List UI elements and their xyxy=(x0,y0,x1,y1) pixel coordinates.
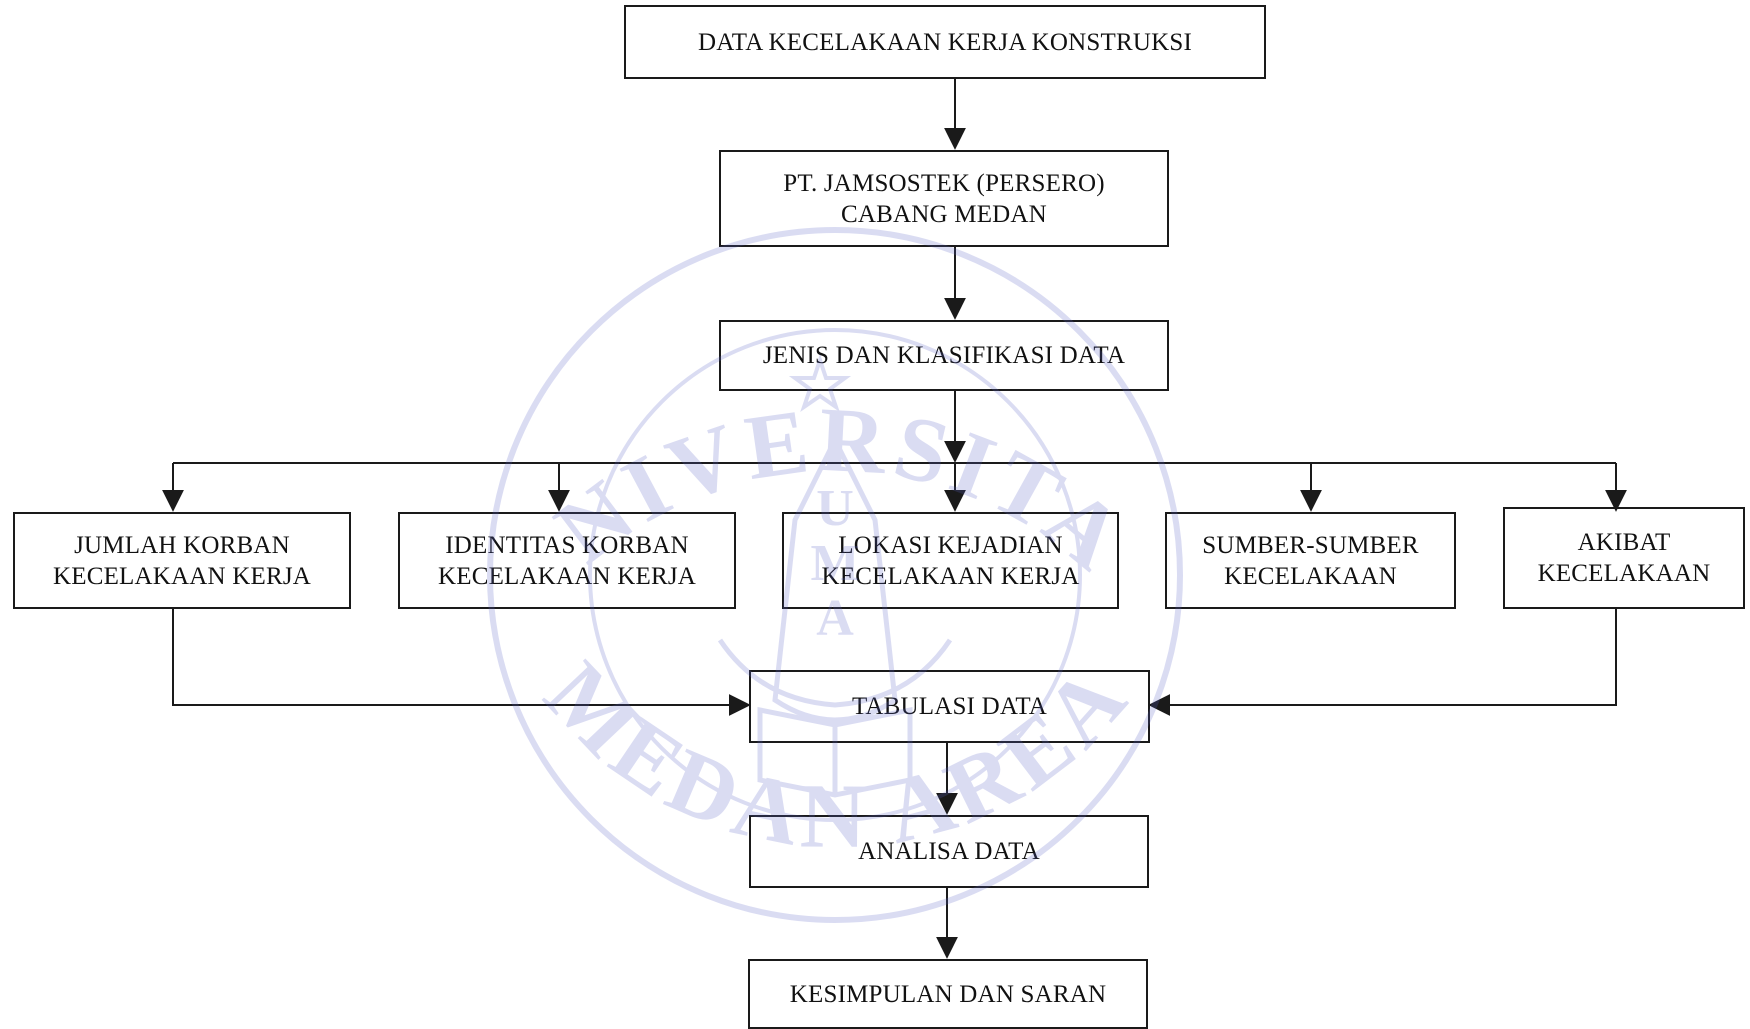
node-label-line: LOKASI KEJADIAN xyxy=(838,531,1063,559)
node-label-line: KECELAKAAN KERJA xyxy=(437,562,697,590)
node-jumlah-korban: JUMLAH KORBAN KECELAKAAN KERJA xyxy=(13,512,351,609)
node-label-line: KESIMPULAN DAN SARAN xyxy=(789,980,1107,1008)
node-label-line: KECELAKAAN xyxy=(1224,562,1397,590)
node-label-line: ANALISA DATA xyxy=(858,838,1040,865)
node-label-line: CABANG MEDAN xyxy=(841,200,1047,228)
node-label-line: TABULASI DATA xyxy=(851,693,1048,720)
node-data-kecelakaan-kerja-konstruksi: DATA KECELAKAAN KERJA KONSTRUKSI xyxy=(624,5,1266,79)
node-kesimpulan-dan-saran: KESIMPULAN DAN SARAN xyxy=(748,959,1148,1029)
node-akibat-kecelakaan: AKIBAT KECELAKAAN xyxy=(1503,507,1745,609)
node-label-line: KECELAKAAN KERJA xyxy=(52,562,312,590)
arrow-jumlah-to-tabulasi xyxy=(172,609,751,716)
node-tabulasi-data: TABULASI DATA xyxy=(749,670,1150,743)
node-identitas-korban: IDENTITAS KORBAN KECELAKAAN KERJA xyxy=(398,512,736,609)
node-label-line: SUMBER-SUMBER xyxy=(1202,531,1419,559)
node-sumber-sumber-kecelakaan: SUMBER-SUMBER KECELAKAAN xyxy=(1165,512,1456,609)
node-label-line: JENIS DAN KLASIFIKASI DATA xyxy=(762,342,1126,369)
node-label-line: AKIBAT xyxy=(1577,529,1671,556)
arrow-akibat-to-tabulasi xyxy=(1148,609,1617,716)
node-pt-jamsostek: PT. JAMSOSTEK (PERSERO) CABANG MEDAN xyxy=(719,150,1169,247)
node-label-line: DATA KECELAKAAN KERJA KONSTRUKSI xyxy=(698,28,1192,56)
node-label-line: KECELAKAAN KERJA xyxy=(821,562,1080,590)
node-label-line: PT. JAMSOSTEK (PERSERO) xyxy=(783,169,1105,197)
node-analisa-data: ANALISA DATA xyxy=(749,815,1149,888)
node-label-line: IDENTITAS KORBAN xyxy=(445,531,689,559)
node-jenis-dan-klasifikasi-data: JENIS DAN KLASIFIKASI DATA xyxy=(719,320,1169,391)
node-lokasi-kejadian: LOKASI KEJADIAN KECELAKAAN KERJA xyxy=(782,512,1119,609)
node-label-line: JUMLAH KORBAN xyxy=(74,531,290,559)
node-label-line: KECELAKAAN xyxy=(1537,560,1711,587)
